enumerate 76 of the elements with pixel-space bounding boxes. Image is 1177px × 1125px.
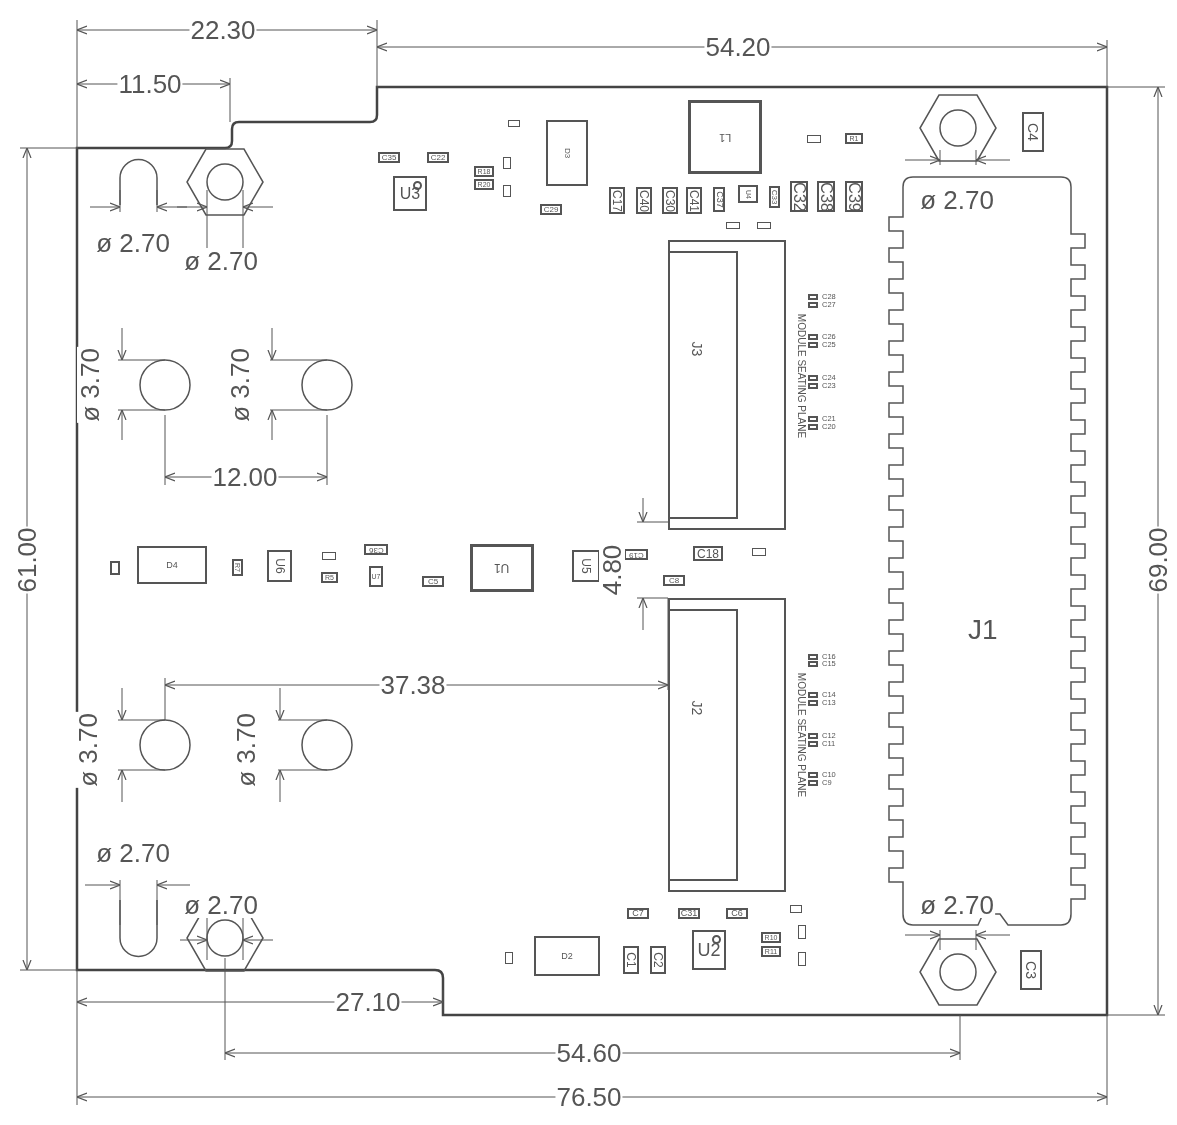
- pad-footprint: [503, 185, 511, 197]
- component-footprint: [1020, 950, 1042, 990]
- component-label: C30: [664, 189, 676, 212]
- component-label: C8: [668, 576, 680, 585]
- component-label: C1: [625, 952, 637, 968]
- pad-footprint: [726, 222, 740, 229]
- pad-footprint: [807, 135, 821, 143]
- component-label: C19: [628, 550, 644, 559]
- pad-footprint: [505, 952, 513, 964]
- component-footprint: [627, 908, 649, 919]
- component-label: C38: [818, 181, 834, 212]
- component-label: J2: [690, 700, 705, 716]
- component-label: U2: [697, 941, 721, 959]
- component-footprint: [364, 544, 388, 555]
- module-seating-plane-label: MODULE SEATING PLANE: [796, 313, 807, 438]
- component-label: D4: [166, 560, 178, 570]
- component-footprint: [321, 572, 338, 583]
- pad-footprint: [752, 548, 766, 556]
- component-label: C2: [652, 952, 664, 968]
- component-footprint: [713, 187, 725, 212]
- component-label: C5: [427, 577, 439, 586]
- dimension-label: 4.80: [599, 543, 625, 597]
- component-footprint: [623, 946, 639, 974]
- component-label: C7: [632, 909, 644, 918]
- component-footprint: [845, 133, 863, 144]
- component-footprint: [422, 576, 444, 587]
- component-footprint: [470, 544, 534, 592]
- pad-footprint: [110, 561, 120, 575]
- pad-footprint: [322, 552, 336, 560]
- component-label: C41: [688, 189, 700, 212]
- component-footprint: [738, 185, 758, 203]
- component-label: U3: [399, 185, 421, 202]
- component-label: C32: [791, 181, 807, 212]
- component-label: J3: [690, 341, 705, 356]
- component-label: C36: [368, 545, 384, 554]
- component-footprint: [232, 559, 243, 576]
- module-seating-plane-label: MODULE SEATING PLANE: [796, 673, 807, 798]
- pad-footprint: [508, 120, 520, 127]
- pad-footprint: [790, 905, 802, 913]
- component-label: U1: [494, 562, 510, 574]
- component-footprint: [137, 546, 207, 584]
- component-footprint: [726, 908, 748, 919]
- component-label: L1: [718, 131, 732, 143]
- component-label: C18: [697, 547, 719, 560]
- component-label: C33: [770, 189, 779, 205]
- component-label: C40: [638, 189, 650, 212]
- component-label: C29: [543, 205, 559, 214]
- component-label: C4: [1026, 123, 1040, 141]
- component-label: D2: [561, 951, 573, 961]
- component-label: C37: [714, 191, 724, 208]
- component-footprint: [393, 176, 427, 211]
- component-label: D3: [563, 147, 571, 159]
- component-label: U6: [273, 558, 286, 574]
- component-label: C35: [381, 153, 397, 162]
- component-label: U5: [580, 558, 592, 574]
- component-label: C39: [846, 181, 862, 212]
- component-footprint: [688, 100, 762, 174]
- pad-footprint: [798, 952, 806, 966]
- component-label: J1: [968, 616, 998, 644]
- component-label: C3: [1024, 961, 1038, 979]
- component-label: C22: [430, 153, 446, 162]
- component-label: C6: [731, 909, 743, 918]
- pad-footprint: [798, 925, 806, 939]
- component-footprint: [692, 930, 726, 970]
- component-footprint: [1022, 112, 1044, 152]
- component-footprint: [650, 946, 666, 974]
- component-footprint: [546, 120, 588, 186]
- component-footprint: [369, 566, 383, 587]
- component-footprint: [534, 936, 600, 976]
- component-footprint: [267, 550, 292, 582]
- pad-footprint: [503, 157, 511, 169]
- component-footprint: [663, 575, 685, 586]
- component-label: C31: [680, 909, 698, 918]
- pad-footprint: [757, 222, 771, 229]
- component-label: C17: [611, 189, 623, 212]
- component-footprint: [693, 546, 723, 561]
